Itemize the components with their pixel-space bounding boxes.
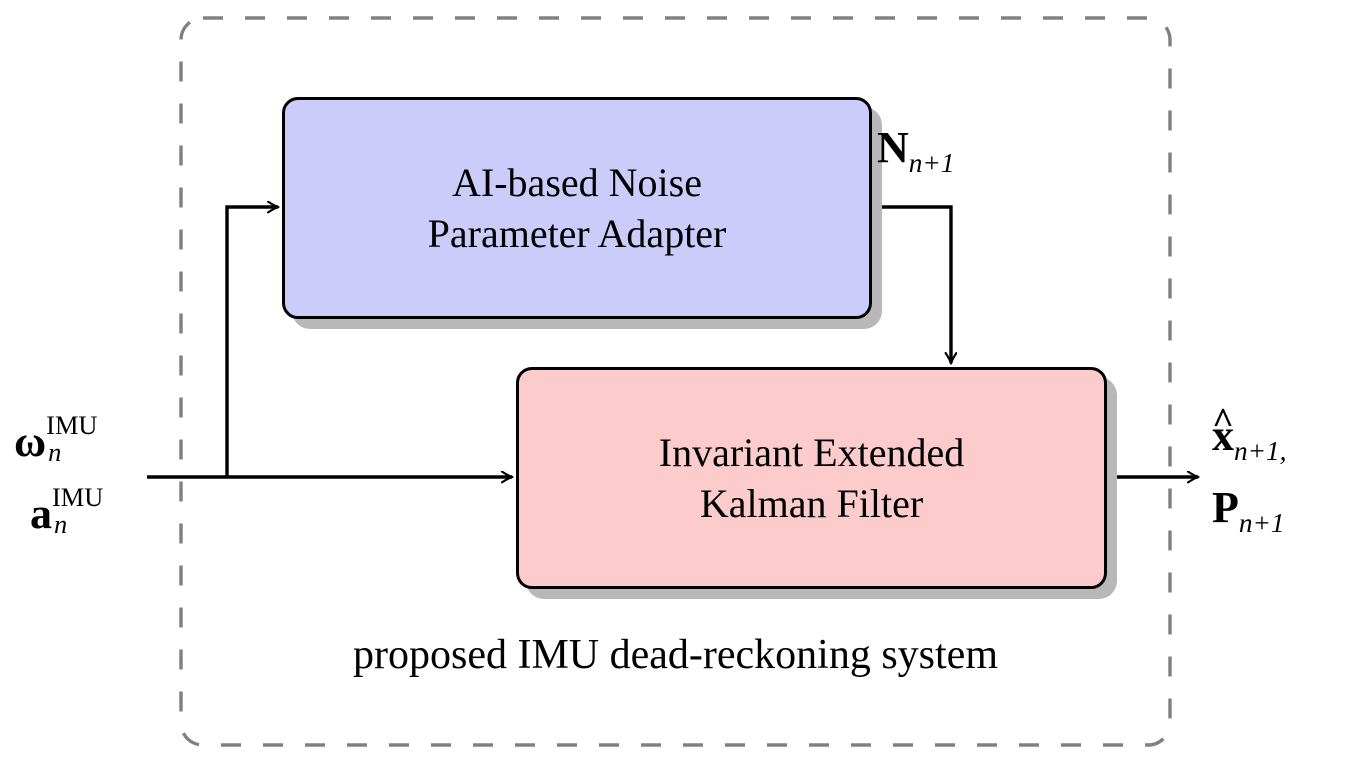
covariance-subscript: n+1 bbox=[1238, 507, 1285, 538]
filter-label-line1: Invariant Extended bbox=[658, 429, 965, 475]
block-ai-noise-parameter-adapter[interactable]: AI-based Noise Parameter Adapter bbox=[282, 97, 872, 319]
arrow-imu-to-adapter bbox=[225, 207, 278, 477]
adapter-label-line1: AI-based Noise bbox=[452, 159, 702, 205]
system-boundary-caption: proposed IMU dead-reckoning system bbox=[352, 632, 998, 678]
filter-label-line2: Kalman Filter bbox=[699, 481, 924, 526]
label-output-state: ^xn+1, bbox=[1212, 402, 1287, 466]
gyro-subscript: n bbox=[48, 436, 62, 467]
covariance-symbol: P bbox=[1212, 483, 1239, 532]
noise-symbol: N bbox=[877, 123, 909, 172]
accel-symbol: a bbox=[30, 489, 52, 539]
adapter-label-line2: Parameter Adapter bbox=[427, 211, 727, 256]
hat-accent-icon: ^ bbox=[1212, 400, 1234, 442]
arrow-adapter-to-filter bbox=[872, 205, 951, 363]
label-output-covariance: Pn+1 bbox=[1212, 486, 1285, 537]
system-boundary bbox=[179, 16, 1172, 747]
label-noise-parameter: Nn+1 bbox=[877, 126, 954, 177]
gyro-superscript: IMU bbox=[46, 410, 98, 440]
state-symbol: x bbox=[1212, 411, 1234, 460]
noise-subscript: n+1 bbox=[908, 147, 955, 178]
block-invariant-extended-kalman-filter[interactable]: Invariant Extended Kalman Filter bbox=[516, 367, 1107, 589]
accel-superscript: IMU bbox=[52, 482, 104, 512]
state-subscript: n+1, bbox=[1234, 435, 1287, 466]
gyro-symbol: ω bbox=[14, 417, 47, 467]
accel-subscript: n bbox=[54, 508, 68, 539]
